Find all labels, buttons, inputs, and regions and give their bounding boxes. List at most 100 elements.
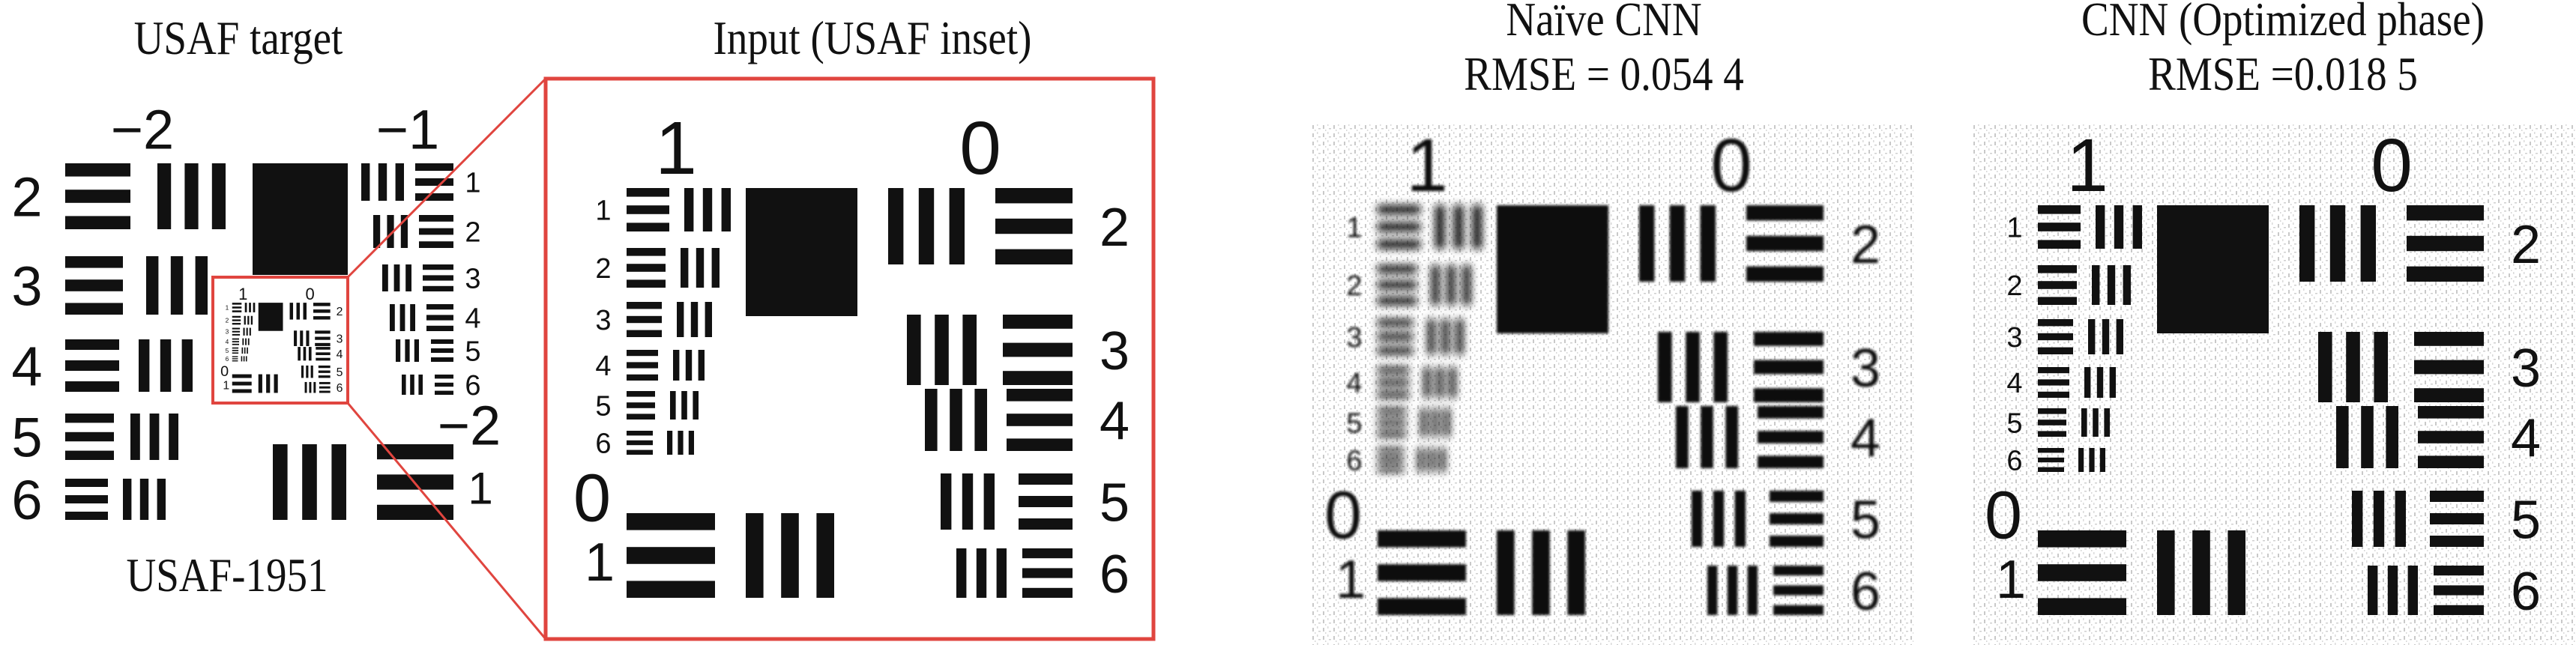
horizontal-bar: [423, 264, 453, 270]
vertical-bar: [1700, 205, 1716, 282]
vertical-bar: [681, 248, 689, 288]
group-0-element-1: [2038, 530, 2245, 615]
vertical-bar: [400, 215, 408, 248]
vertical-bar: [1692, 491, 1703, 547]
vertical-bar: [1567, 530, 1585, 615]
horizontal-bar: [2038, 420, 2066, 426]
horizontal-bar: [1019, 496, 1073, 507]
vertical-bar: [273, 444, 288, 520]
group-1-element: [232, 347, 248, 354]
group-0-element-label: 6: [1100, 545, 1129, 605]
vertical-bar: [1435, 205, 1445, 249]
horizontal-bar: [232, 327, 241, 330]
vertical-bar: [2374, 332, 2388, 402]
vertical-bar: [242, 338, 244, 345]
horizontal-bar: [232, 330, 241, 333]
vertical-bar: [702, 188, 713, 231]
vertical-bar: [2092, 265, 2100, 305]
group-minus2-element-label: 3: [11, 255, 42, 318]
vertical-bar: [950, 389, 962, 451]
vertical-bar: [244, 303, 247, 312]
vertical-bar: [410, 375, 414, 395]
vertical-bar: [2368, 566, 2378, 615]
vertical-bar: [1727, 566, 1738, 615]
vertical-bar: [130, 414, 140, 460]
horizontal-bar: [431, 339, 453, 344]
vertical-bar: [907, 315, 921, 385]
vertical-bar: [1447, 265, 1456, 305]
vertical-bar: [1669, 205, 1686, 282]
vertical-bar: [918, 188, 935, 264]
horizontal-bar: [1378, 205, 1420, 214]
group-minus1-element: [382, 264, 453, 291]
horizontal-bar: [1773, 585, 1824, 596]
group-minus1-element-label: 6: [465, 370, 480, 402]
horizontal-bar: [1770, 513, 1824, 524]
horizontal-bar: [1378, 598, 1466, 615]
group-1-element: [1378, 205, 1482, 249]
horizontal-bar: [1746, 266, 1824, 282]
group-1-column: [1378, 205, 1482, 472]
group-1-element: [627, 431, 694, 455]
vertical-bar: [935, 315, 949, 385]
group-0-label: 0: [305, 285, 314, 303]
group-1-element-label: 6: [1346, 446, 1362, 477]
group-minus2-element-label: 4: [11, 336, 42, 398]
horizontal-bar: [2434, 605, 2484, 615]
group-minus2-label: −2: [111, 99, 174, 161]
group-minus2-element: [65, 479, 166, 520]
horizontal-bar: [627, 330, 662, 337]
horizontal-bar: [65, 512, 108, 520]
horizontal-bar: [1773, 605, 1824, 615]
group-minus2-element-label: 6: [11, 469, 42, 531]
vertical-bar: [373, 215, 381, 248]
group-1-element: [1378, 319, 1463, 354]
vertical-bar: [395, 163, 404, 201]
horizontal-bar: [2038, 205, 2081, 214]
group-1-element-label: 4: [2006, 368, 2022, 399]
vertical-bar: [250, 315, 253, 325]
horizontal-bar: [318, 375, 331, 378]
horizontal-bar: [2038, 379, 2069, 386]
horizontal-bar: [2407, 205, 2484, 221]
vertical-bar: [169, 414, 178, 460]
horizontal-bar: [1378, 379, 1409, 386]
reference-square: [253, 163, 348, 275]
group-0-element: [1676, 406, 1824, 468]
horizontal-bar: [65, 479, 108, 487]
vertical-bar: [962, 473, 974, 530]
vertical-bar: [690, 302, 699, 337]
vertical-bar: [1747, 566, 1758, 615]
horizontal-bar: [232, 303, 242, 305]
vertical-bar: [2132, 205, 2142, 249]
horizontal-bar: [232, 310, 242, 312]
group-1-element-label: 6: [226, 355, 229, 363]
horizontal-bar: [2038, 319, 2073, 327]
vertical-bar: [258, 374, 262, 393]
horizontal-bar: [65, 216, 130, 229]
vertical-bar: [211, 163, 226, 229]
horizontal-bar: [65, 431, 114, 442]
horizontal-bar: [315, 336, 331, 340]
group-minus1-element: [361, 163, 453, 201]
vertical-bar: [698, 350, 705, 381]
horizontal-bar: [2038, 333, 2073, 341]
vertical-bar: [2109, 367, 2116, 398]
group-0-element-label: 6: [2511, 562, 2541, 622]
group-0-element-label: 6: [1850, 562, 1880, 622]
horizontal-bar: [313, 316, 331, 320]
vertical-bar: [711, 248, 720, 288]
vertical-bar: [2084, 367, 2091, 398]
horizontal-bar: [627, 302, 662, 309]
naive-cnn-rmse: RMSE = 0.054 4: [1464, 47, 1743, 100]
vertical-bar: [746, 513, 764, 598]
horizontal-bar: [232, 319, 241, 321]
horizontal-bar: [319, 381, 331, 384]
horizontal-bar: [1378, 448, 1404, 453]
vertical-bar: [1436, 367, 1444, 398]
group-1-label: 1: [238, 285, 247, 303]
vertical-bar: [246, 327, 248, 336]
horizontal-bar: [318, 370, 331, 373]
